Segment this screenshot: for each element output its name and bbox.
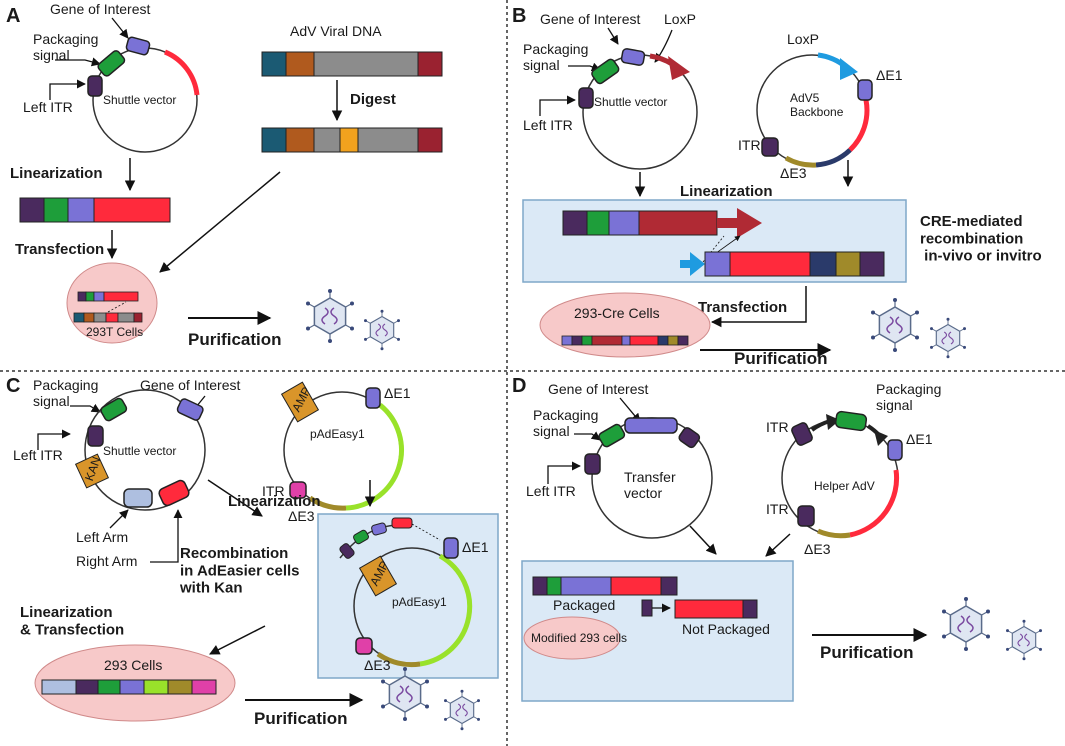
transfection-label: Transfection — [15, 241, 104, 258]
left-itr-label: Left ITR — [523, 117, 573, 133]
digest-label: Digest — [350, 91, 396, 108]
delta-e3-label: ΔE3 — [288, 508, 315, 524]
293-cre-cells-label: 293-Cre Cells — [574, 305, 660, 321]
virus-icon — [1005, 619, 1043, 661]
linearization-label: Linearization — [228, 493, 321, 510]
shuttle-vector-label: Shuttle vector — [594, 95, 667, 109]
adv-viral-dna-label: AdV Viral DNA — [290, 23, 382, 39]
delta-e1-label: ΔE1 — [906, 431, 933, 447]
virus-icon — [363, 309, 401, 351]
panel-b-letter: B — [512, 5, 526, 27]
helper-adv-label: Helper AdV — [814, 479, 875, 493]
293-cre-cell — [539, 292, 711, 358]
virus-icon — [929, 317, 967, 359]
purification-label-c: Purification — [254, 709, 348, 728]
itr-label-bottom: ITR — [766, 501, 789, 517]
linearization-transfection-label: Linearization& Transfection — [20, 604, 124, 638]
gene-of-interest-label: Gene of Interest — [140, 377, 241, 393]
purification-label-a: Purification — [188, 330, 282, 349]
digested-dna-bar — [261, 127, 443, 153]
itr-label: ITR — [262, 483, 285, 499]
virus-icon — [443, 689, 481, 731]
loxp-label-2: LoxP — [787, 31, 819, 47]
loxp-label: LoxP — [664, 11, 696, 27]
delta-e3-label: ΔE3 — [780, 165, 807, 181]
modified-293-cells-label: Modified 293 cells — [531, 631, 627, 645]
virus-icon — [870, 297, 920, 353]
left-itr-label: Left ITR — [23, 99, 73, 115]
linearized-shuttle-bar — [19, 197, 171, 223]
purification-label-b: Purification — [734, 349, 828, 368]
linearization-label: Linearization — [10, 165, 103, 182]
delta-e3-label-2: ΔE3 — [364, 657, 391, 673]
packaged-dna-bar — [532, 576, 678, 596]
itr-label: ITR — [738, 137, 761, 153]
panel-d-letter: D — [512, 375, 526, 397]
delta-e1-label: ΔE1 — [876, 67, 903, 83]
packaged-label: Packaged — [553, 597, 615, 613]
not-packaged-label: Not Packaged — [682, 621, 770, 637]
293-cells-label: 293 Cells — [104, 657, 162, 673]
linearization-label: Linearization — [680, 183, 773, 200]
modified-293-cell — [523, 616, 621, 660]
left-itr-label: Left ITR — [526, 483, 576, 499]
left-arm-label: Left Arm — [76, 529, 128, 545]
not-packaged-dna-bar — [674, 599, 758, 619]
purification-label-d: Purification — [820, 643, 914, 662]
adv-viral-dna-bar — [261, 51, 443, 77]
delta-e1-label: ΔE1 — [384, 385, 411, 401]
293t-cells-label: 293T Cells — [86, 325, 143, 339]
panel-a-letter: A — [6, 5, 20, 27]
shuttle-vector-label: Shuttle vector — [103, 444, 176, 458]
gene-of-interest-label: Gene of Interest — [50, 1, 151, 17]
gene-of-interest-label: Gene of Interest — [540, 11, 641, 27]
cell-dna-bar — [561, 335, 689, 346]
shuttle-vector-circle — [84, 389, 206, 511]
shuttle-vector-label: Shuttle vector — [103, 93, 176, 107]
gene-of-interest-label: Gene of Interest — [548, 381, 649, 397]
delta-e3-label: ΔE3 — [804, 541, 831, 557]
left-itr-label: Left ITR — [13, 447, 63, 463]
right-arm-label: Right Arm — [76, 553, 137, 569]
panel-c-letter: C — [6, 375, 20, 397]
cell-dna-bar — [41, 679, 217, 695]
linearized-shuttle-bar — [562, 208, 762, 238]
padeasy1-label-2: pAdEasy1 — [392, 595, 447, 609]
293t-cell — [66, 262, 158, 344]
virus-icon — [941, 596, 991, 652]
itr-label-top: ITR — [766, 419, 789, 435]
virus-icon — [305, 288, 355, 344]
padeasy1-label: pAdEasy1 — [310, 427, 365, 441]
linearized-backbone-bar — [680, 251, 885, 277]
delta-e1-label-2: ΔE1 — [462, 539, 489, 555]
transfection-label: Transfection — [698, 299, 787, 316]
